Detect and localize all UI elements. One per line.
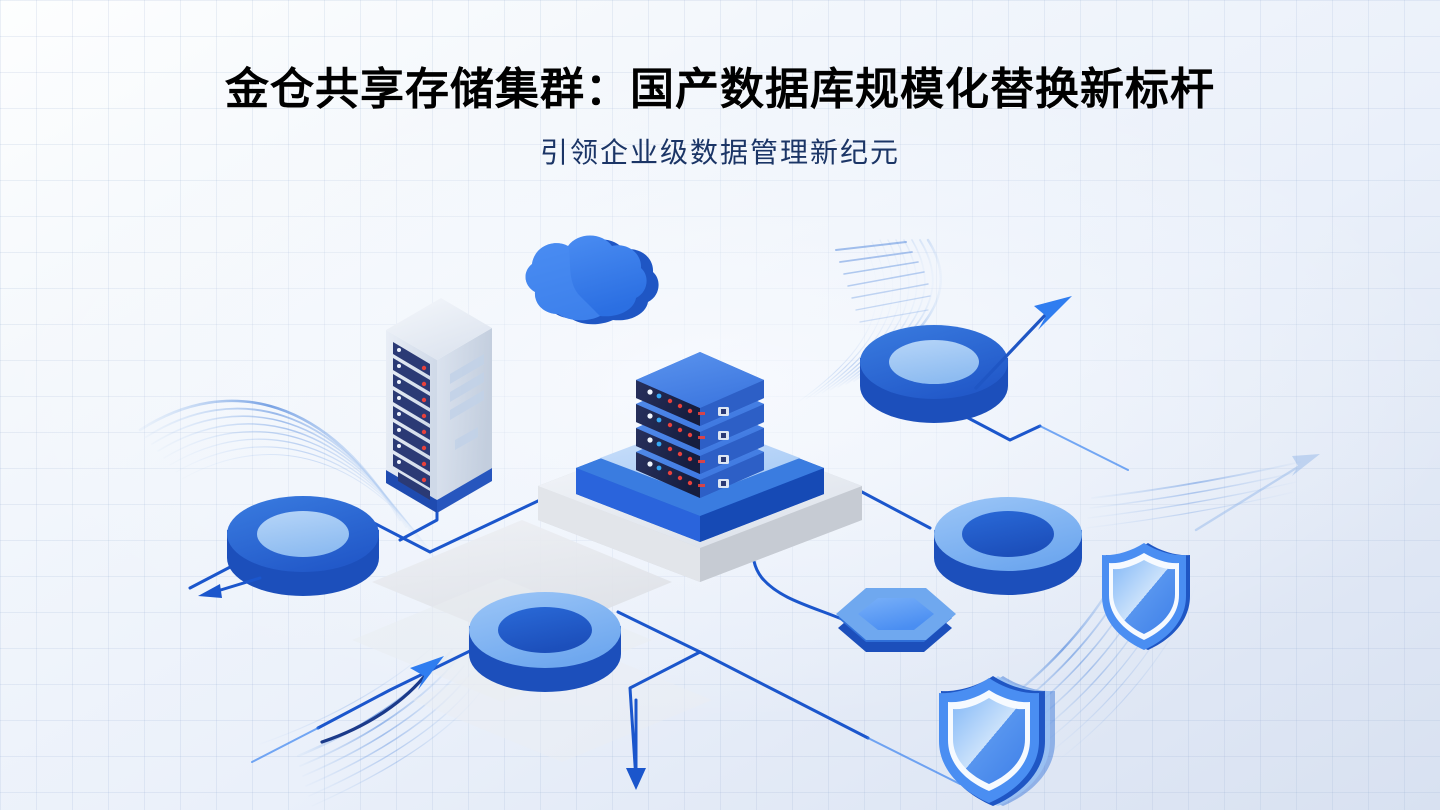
stream-diagonal-hatch	[835, 241, 931, 323]
cloud-node	[525, 235, 659, 325]
shield-node-right	[1102, 543, 1190, 650]
arrow-right-faint	[1194, 454, 1320, 532]
shield-node-bottom	[939, 676, 1055, 806]
page-title: 金仓共享存储集群：国产数据库规模化替换新标杆	[225, 65, 1215, 114]
central-server-stack	[636, 352, 764, 498]
arrow-left-mid	[198, 576, 262, 598]
disc-node-right	[934, 497, 1082, 595]
disc-node-bottom	[469, 592, 621, 692]
link-left-edge	[188, 562, 238, 590]
hexagon-node	[836, 588, 956, 652]
disc-node-top-right	[860, 325, 1008, 423]
heading-block: 金仓共享存储集群：国产数据库规模化替换新标杆 引领企业级数据管理新纪元	[0, 0, 1440, 171]
page-subtitle: 引领企业级数据管理新纪元	[539, 137, 900, 168]
link-center-to-right-disc	[860, 490, 932, 530]
stream-right-edge	[1085, 461, 1301, 529]
server-rack-node	[386, 298, 492, 513]
